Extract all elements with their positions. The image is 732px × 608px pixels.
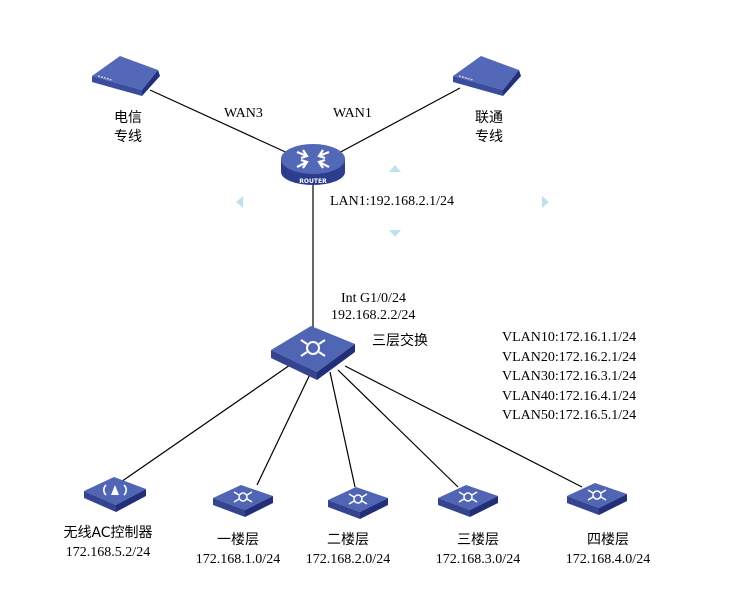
device-ip: 172.168.4.0/24 [565, 552, 651, 567]
link-core-floor4 [344, 365, 583, 488]
l3-switch-icon [271, 326, 355, 380]
device-name: 三楼层 [456, 532, 499, 548]
nav-arrow-left-icon[interactable] [236, 196, 243, 208]
wireless-ac-icon [84, 477, 146, 512]
router-lan-label: LAN1:192.168.2.1/24 [330, 194, 455, 209]
vlan-list: VLAN10:172.16.1.1/24 VLAN20:172.16.2.1/2… [502, 328, 636, 426]
switch-icon-floor4 [567, 483, 627, 515]
vlan-item: VLAN40:172.16.4.1/24 [502, 388, 637, 404]
core-switch-name: 三层交换 [372, 333, 428, 349]
modem-icon [453, 56, 521, 96]
router-icon: ROUTER [281, 144, 345, 185]
vlan-item: VLAN30:172.16.3.1/24 [502, 369, 637, 384]
device-name: 无线AC控制器 [63, 525, 153, 541]
device-name: 四楼层 [586, 532, 629, 548]
device-name: 二楼层 [326, 532, 369, 548]
isp-unicom-label: 联通 专线 [475, 109, 503, 147]
modem-icon [92, 56, 160, 96]
isp-telecom-type: 专线 [114, 129, 142, 145]
svg-text:ROUTER: ROUTER [299, 178, 327, 185]
access-device-floor4: 四楼层 172.168.4.0/24 [566, 531, 650, 569]
device-ip: 172.168.2.0/24 [305, 552, 391, 567]
nav-arrow-right-icon[interactable] [542, 196, 549, 208]
link-unicom-router [334, 87, 461, 156]
nav-arrow-down-icon[interactable] [389, 230, 401, 237]
wan1-label: WAN1 [333, 106, 372, 121]
link-core-floor3 [337, 369, 459, 488]
nav-arrow-up-icon[interactable] [389, 165, 401, 172]
core-ip-label: 192.168.2.2/24 [331, 308, 416, 323]
access-device-floor3: 三楼层 172.168.3.0/24 [436, 531, 520, 569]
access-device-ac: 无线AC控制器 172.168.5.2/24 [63, 524, 152, 562]
switch-icon-floor3 [438, 485, 498, 517]
isp-telecom-label: 电信 专线 [114, 109, 142, 147]
isp-telecom-name: 电信 [114, 110, 142, 126]
vlan-item: VLAN50:172.16.5.1/24 [502, 408, 637, 423]
link-core-ac [117, 364, 291, 485]
link-core-floor1 [256, 369, 313, 486]
vlan-item: VLAN10:172.16.1.1/24 [502, 330, 637, 345]
device-ip: 172.168.5.2/24 [65, 545, 151, 560]
access-device-floor2: 二楼层 172.168.2.0/24 [306, 531, 390, 569]
switch-icon-floor2 [328, 487, 388, 519]
device-ip: 172.168.1.0/24 [195, 552, 281, 567]
device-ip: 172.168.3.0/24 [435, 552, 521, 567]
device-name: 一楼层 [216, 532, 259, 548]
isp-unicom-type: 专线 [475, 129, 503, 145]
switch-icon-floor1 [213, 485, 273, 517]
vlan-item: VLAN20:172.16.2.1/24 [502, 349, 637, 365]
link-core-floor2 [329, 371, 356, 488]
link-telecom-router [149, 89, 293, 156]
isp-unicom-name: 联通 [475, 110, 503, 126]
wan3-label: WAN3 [224, 106, 263, 121]
core-port-label: Int G1/0/24 [341, 291, 406, 306]
access-device-floor1: 一楼层 172.168.1.0/24 [196, 531, 280, 569]
